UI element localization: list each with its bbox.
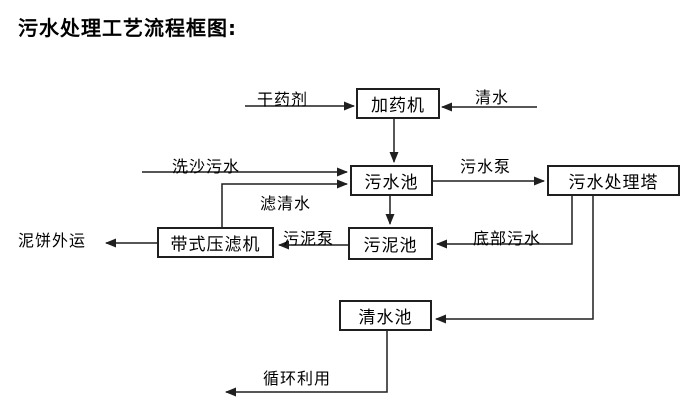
edge-label-dry-chemical: 干药剂 (257, 90, 309, 109)
page-title: 污水处理工艺流程框图: (18, 16, 237, 40)
edge-label-bottom-sewage: 底部污水 (473, 229, 542, 248)
node-label: 污水池 (364, 173, 419, 193)
node-label: 带式压滤机 (170, 235, 261, 255)
node-label: 清水池 (358, 308, 413, 328)
arrow-recycle (225, 331, 388, 397)
node-dosing-machine: 加药机 (356, 88, 440, 119)
node-sewage-pool: 污水池 (350, 165, 433, 196)
edge-label-sewage-pump: 污水泵 (460, 157, 512, 176)
edge-label-mud-cake-out: 泥饼外运 (18, 231, 87, 250)
node-label: 污水处理塔 (568, 173, 659, 193)
edge-label-sand-washing-sewage: 洗沙污水 (172, 157, 241, 176)
arrow-filtered-water (221, 179, 348, 227)
edge-label-clean-water: 清水 (475, 88, 510, 107)
node-clean-water-pool: 清水池 (339, 300, 432, 331)
node-label: 加药机 (371, 96, 425, 116)
node-treatment-tower: 污水处理塔 (547, 165, 680, 196)
edge-label-filtered-water: 滤清水 (260, 194, 312, 213)
arrow-bottom-sewage (436, 196, 573, 249)
node-belt-filter-press: 带式压滤机 (157, 227, 274, 258)
arrow-tower-to-clean-pool (435, 196, 594, 324)
edge-label-sludge-pump: 污泥泵 (283, 229, 335, 248)
edge-label-recycle: 循环利用 (263, 369, 332, 388)
node-sludge-pool: 污泥池 (348, 227, 433, 260)
node-label: 污泥池 (363, 236, 418, 256)
